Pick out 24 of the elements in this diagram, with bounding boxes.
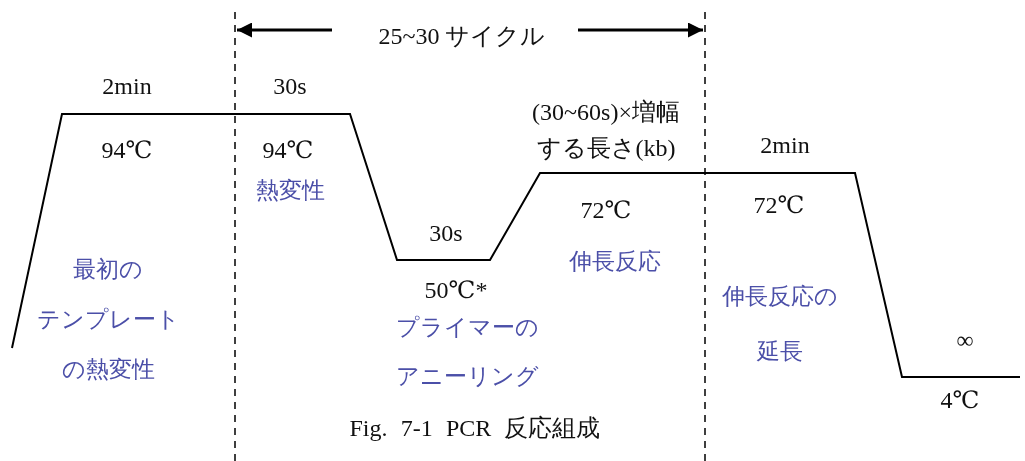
label-text: 2min (760, 131, 810, 159)
label-text: 熱変性 (255, 178, 325, 204)
label-text: (30~60s)×増幅 (532, 98, 680, 126)
label-text: 30s (273, 72, 307, 100)
label-text: 伸長反応の (722, 284, 838, 310)
label-text: 72℃ (753, 191, 805, 219)
label-text: 94℃ (101, 136, 153, 164)
label-text: 72℃ (580, 196, 632, 224)
label-text: プライマーの (395, 315, 539, 341)
label-text: の熱変性 (61, 357, 155, 383)
label-text: 伸長反応 (569, 249, 661, 275)
label-text: 最初の (73, 257, 143, 283)
label-text: 4℃ (940, 386, 980, 414)
label-text: テンプレート (36, 307, 180, 333)
label-text: 94℃ (262, 136, 314, 164)
label-text: 延長 (757, 339, 803, 365)
label-text: 25~30 サイクル (378, 22, 546, 50)
label-text: する長さ(kb) (536, 134, 676, 162)
label-text: 30s (429, 219, 463, 247)
label-text: 2min (102, 72, 152, 100)
label-text: ∞ (956, 326, 974, 354)
label-text: アニーリング (395, 364, 539, 390)
figure-caption: Fig. 7-1 PCR 反応組成 (349, 414, 601, 442)
label-text: 50℃* (424, 276, 488, 304)
